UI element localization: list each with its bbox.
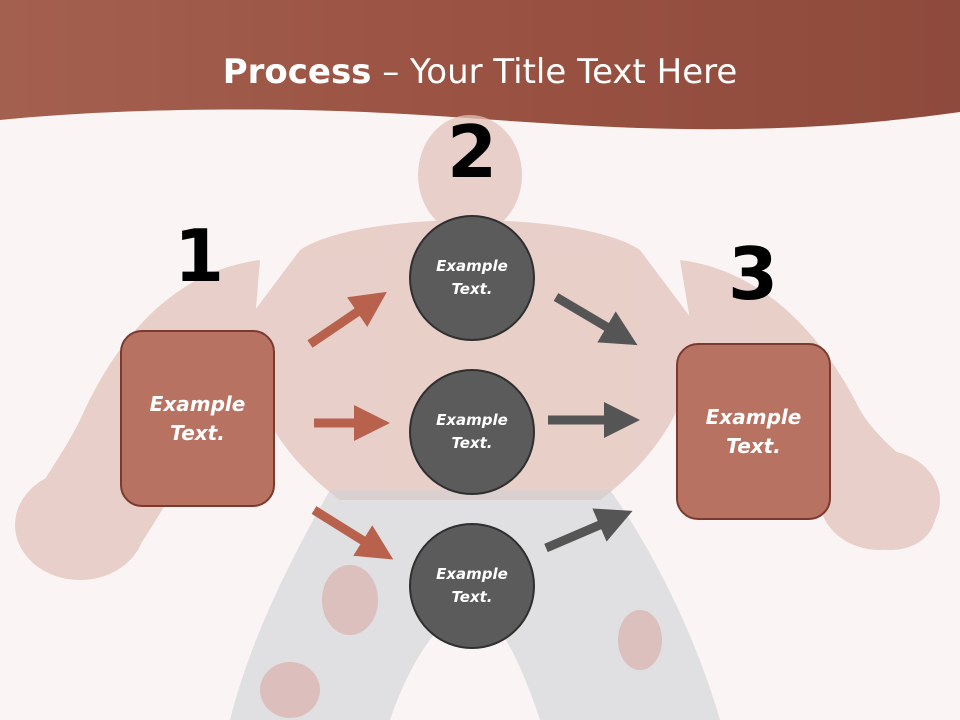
title-bold: Process [222, 52, 372, 92]
step-2-circle-middle-text: Example Text. [436, 411, 508, 452]
step-2-circle-bottom: Example Text. [409, 523, 535, 649]
step-number-3: 3 [727, 232, 779, 316]
step-1-box-text: Example Text. [149, 391, 246, 445]
slide-title: Process – Your Title Text Here [0, 52, 960, 92]
header-band [0, 0, 960, 130]
step-2-circle-top-text: Example Text. [436, 257, 508, 298]
step-number-1: 1 [173, 214, 225, 298]
step-1-box: Example Text. [120, 330, 275, 507]
step-3-box: Example Text. [676, 343, 831, 520]
arrow-circle-bottom-to-box3 [544, 508, 633, 553]
step-number-2: 2 [446, 110, 498, 194]
arrow-box1-to-circle-top [307, 291, 387, 348]
step-3-box-text: Example Text. [705, 404, 802, 458]
step-2-circle-bottom-text: Example Text. [436, 565, 508, 606]
step-2-circle-middle: Example Text. [409, 369, 535, 495]
arrow-circle-top-to-box3 [553, 293, 638, 346]
step-2-circle-top: Example Text. [409, 215, 535, 341]
title-rest: – Your Title Text Here [371, 52, 738, 92]
arrow-box1-to-circle-bottom [311, 506, 394, 560]
